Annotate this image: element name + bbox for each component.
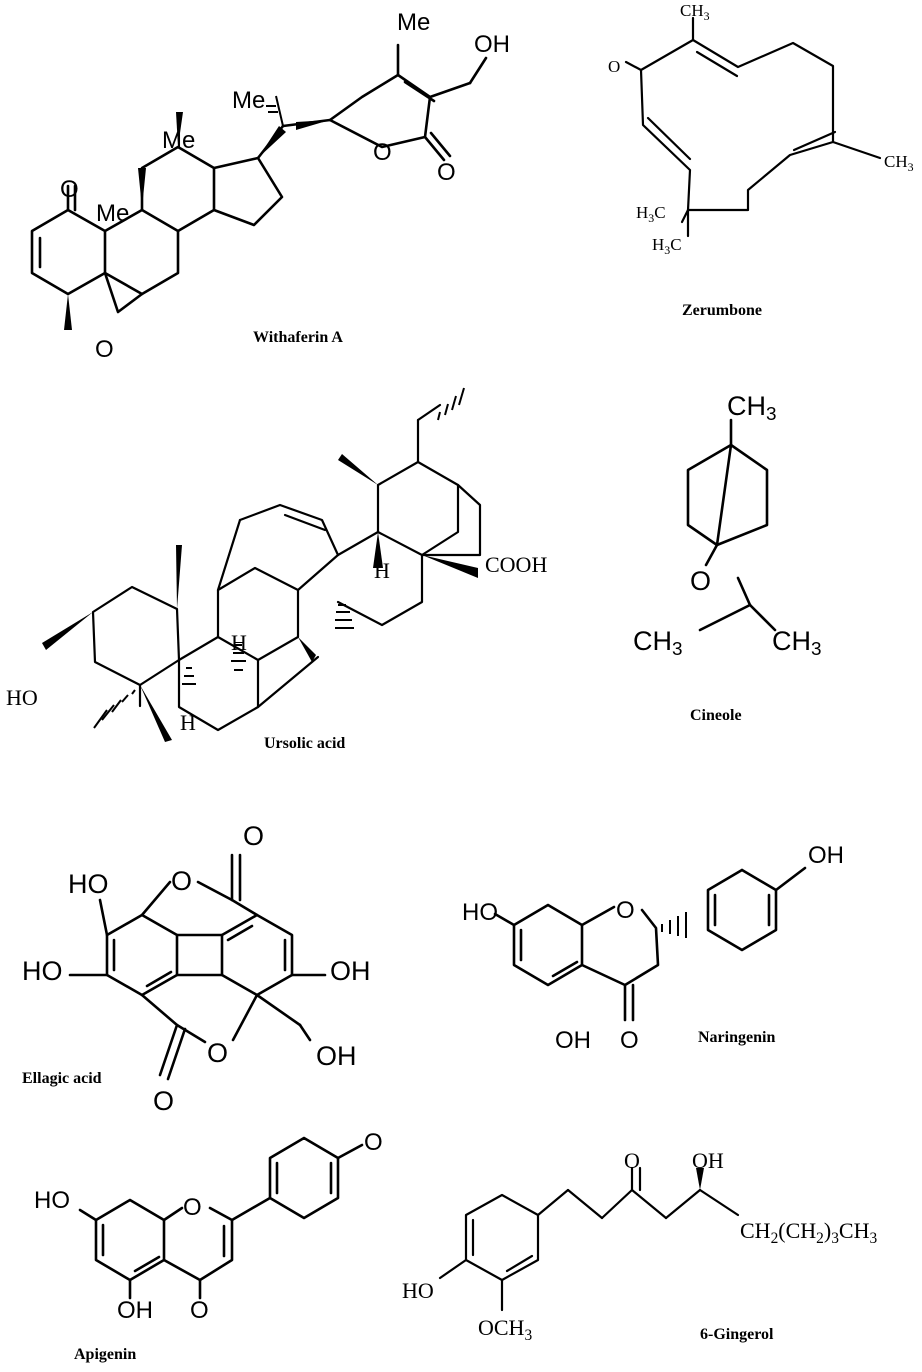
cineole-structure: CH3 O CH3 CH3 Cineole — [633, 391, 822, 724]
cineole-ch3-top: CH3 — [727, 391, 777, 425]
ellagic-oh-bottom: OH — [316, 1041, 357, 1071]
apigenin-structure: O HO O OH O Apigenin — [34, 1129, 383, 1363]
apigenin-caption: Apigenin — [74, 1346, 136, 1363]
naringenin-caption: Naringenin — [698, 1029, 775, 1046]
naringenin-o-ring: O — [616, 897, 635, 924]
ellagic-o-bottom-carbonyl: O — [153, 1086, 174, 1116]
ursolic-acid-caption: Ursolic acid — [264, 735, 345, 752]
cineole-o: O — [690, 566, 711, 596]
gingerol-alkyl-chain: CH2(CH2)3CH3 — [740, 1218, 877, 1247]
withaferin-epoxide-o: O — [95, 336, 114, 363]
ursolic-h-2: H — [231, 630, 247, 655]
apigenin-o-para: O — [364, 1129, 383, 1156]
cineole-caption: Cineole — [690, 707, 742, 724]
6-gingerol-caption: 6-Gingerol — [700, 1326, 774, 1343]
apigenin-o-ring: O — [183, 1194, 202, 1221]
ursolic-ho: HO — [6, 685, 38, 710]
zerumbone-h3c-2: H3C — [652, 235, 682, 257]
6-gingerol-structure: O OH CH2(CH2)3CH3 HO OCH3 6-Gingerol — [402, 1148, 877, 1344]
ursolic-acid-structure: COOH HO H H H Ursolic acid — [6, 387, 547, 752]
apigenin-oh-bottom: OH — [117, 1297, 153, 1324]
naringenin-ho-left: HO — [462, 899, 498, 926]
gingerol-ho: HO — [402, 1278, 434, 1303]
cineole-ch3-left: CH3 — [633, 626, 683, 660]
withaferin-a-caption: Withaferin A — [253, 329, 343, 346]
withaferin-lactone-ring-o: O — [373, 139, 392, 166]
gingerol-o-ketone: O — [624, 1148, 640, 1173]
withaferin-me-side: Me — [232, 87, 265, 114]
withaferin-me-top: Me — [397, 9, 430, 36]
naringenin-o-carbonyl: O — [620, 1027, 639, 1054]
apigenin-o-carbonyl: O — [190, 1297, 209, 1324]
ellagic-ho-top: HO — [68, 869, 109, 899]
ellagic-ho-left: HO — [22, 956, 63, 986]
ellagic-acid-structure: O O HO HO OH OH O O Ellagic acid — [22, 821, 371, 1116]
ursolic-cooh: COOH — [485, 552, 547, 577]
zerumbone-h3c-1: H3C — [636, 203, 666, 225]
zerumbone-ketone-o: O — [608, 57, 620, 76]
withaferin-oh: OH — [474, 31, 510, 58]
ellagic-o-top-carbonyl: O — [243, 821, 264, 851]
ellagic-acid-caption: Ellagic acid — [22, 1070, 102, 1087]
withaferin-carbonyl-o: O — [437, 159, 456, 186]
naringenin-structure: OH HO O OH O Naringenin — [462, 842, 844, 1054]
gingerol-oh: OH — [692, 1148, 724, 1173]
ellagic-o-bottom-ring: O — [207, 1038, 228, 1068]
zerumbone-caption: Zerumbone — [682, 302, 762, 319]
zerumbone-ch3-right: CH3 — [884, 152, 914, 174]
cineole-ch3-right: CH3 — [772, 626, 822, 660]
naringenin-oh-bottom: OH — [555, 1027, 591, 1054]
gingerol-och3: OCH3 — [478, 1315, 532, 1344]
withaferin-me-c10: Me — [96, 200, 129, 227]
ellagic-oh-right: OH — [330, 956, 371, 986]
zerumbone-structure: CH3 O CH3 H3C H3C Zerumbone — [608, 1, 914, 319]
withaferin-ketone-o: O — [60, 176, 79, 203]
apigenin-ho-left: HO — [34, 1187, 70, 1214]
withaferin-a-structure: Me OH Me Me O Me O O O Withaferin A — [30, 9, 510, 363]
ellagic-o-top-ring: O — [171, 866, 192, 896]
ursolic-h-1: H — [374, 558, 390, 583]
withaferin-me-c13: Me — [162, 127, 195, 154]
zerumbone-ch3-top: CH3 — [680, 1, 710, 23]
ursolic-h-3: H — [180, 710, 196, 735]
naringenin-oh-top: OH — [808, 842, 844, 869]
